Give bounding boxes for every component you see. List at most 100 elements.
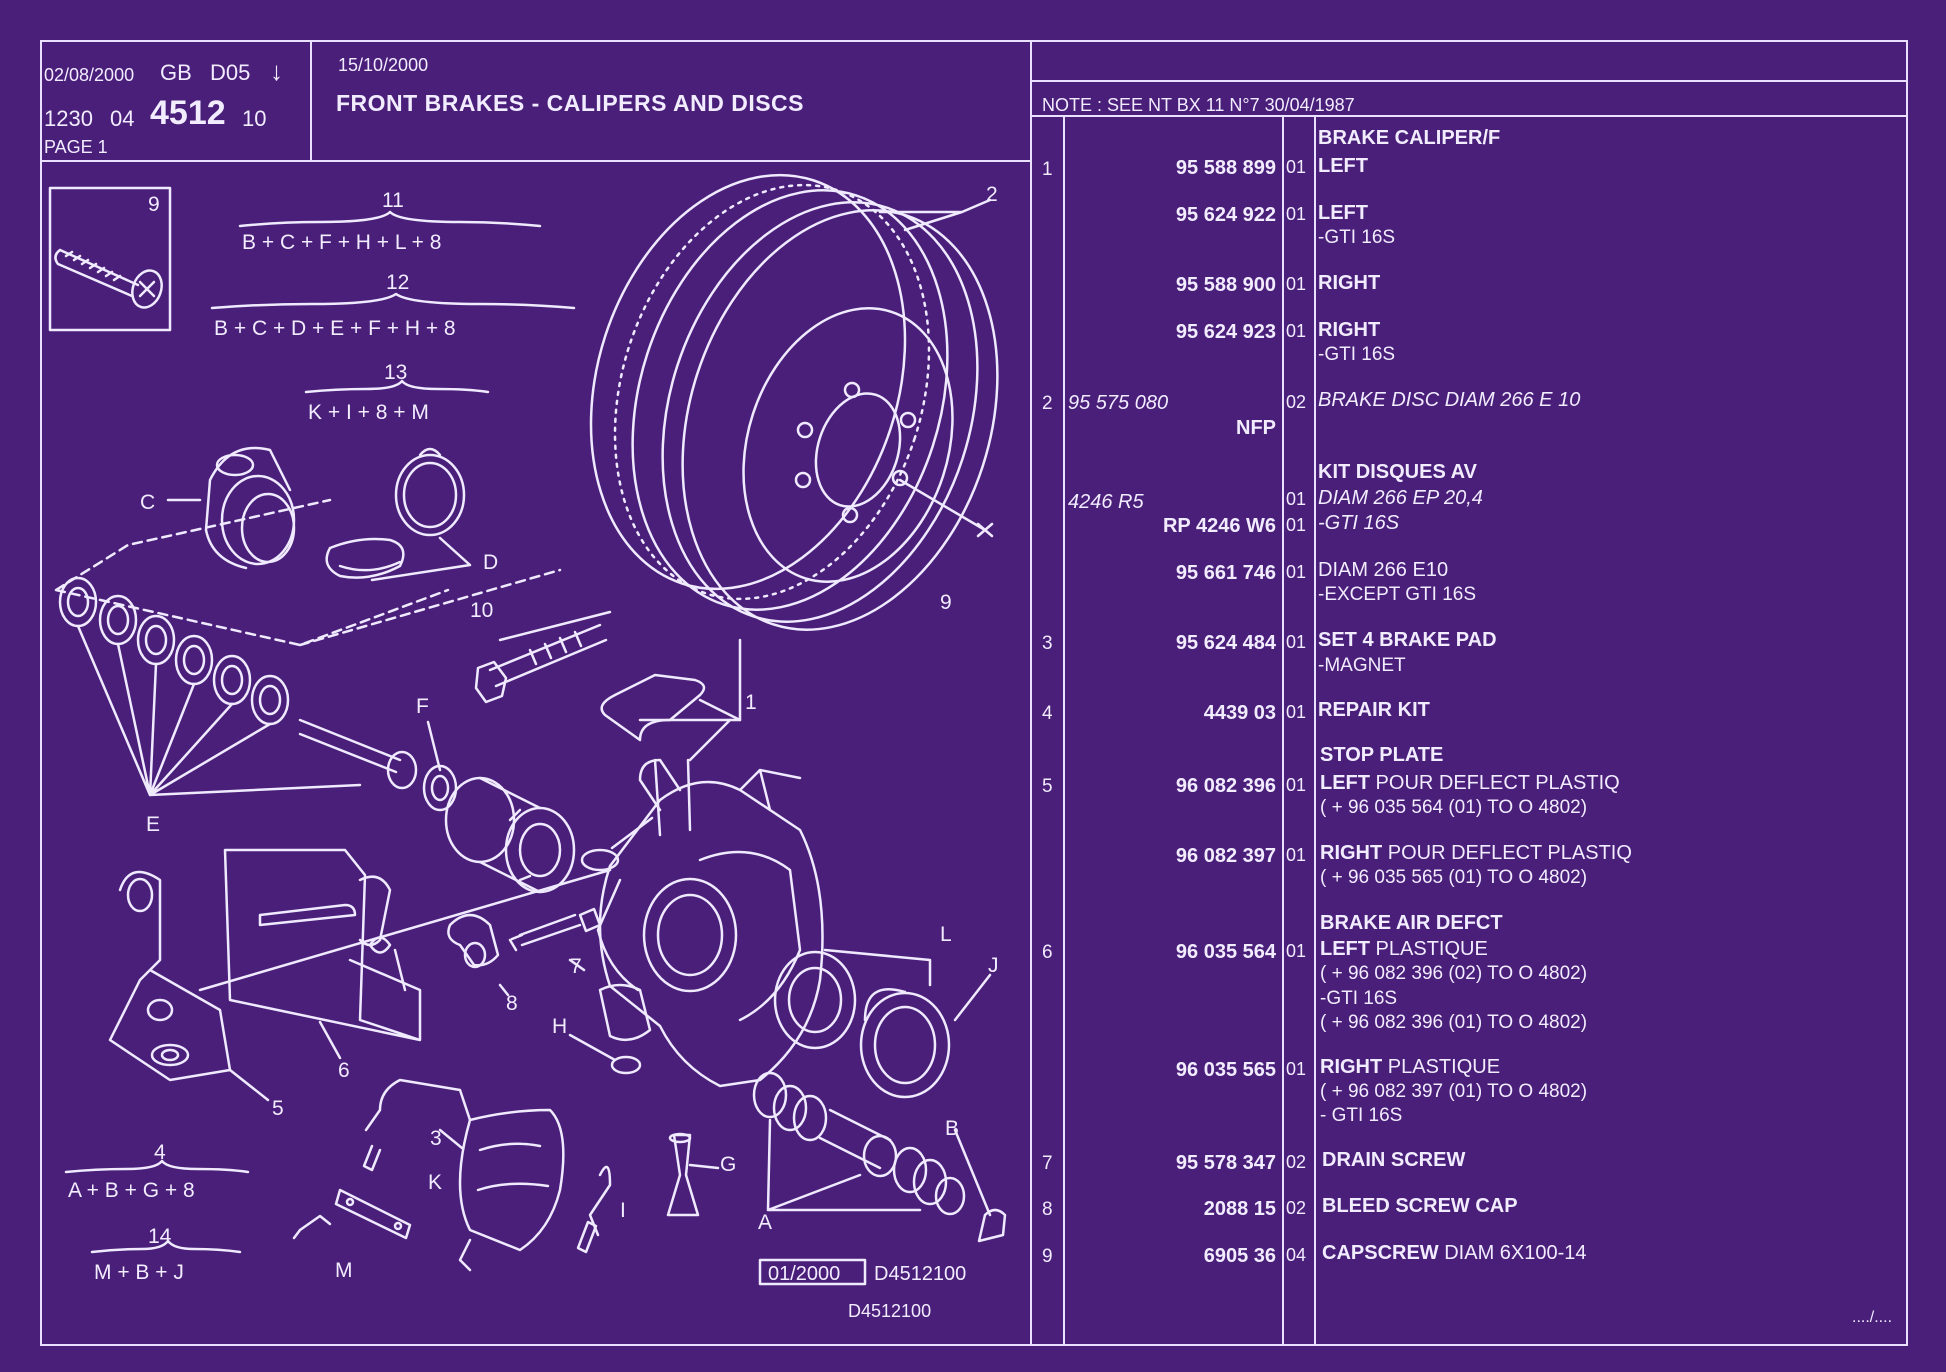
kit-formula: A + B + G + 8 (68, 1179, 195, 1202)
part-sub: -MAGNET (1318, 655, 1406, 676)
ref-5: 5 (1042, 776, 1053, 797)
callout-5: 5 (272, 1097, 284, 1120)
drawing-ref: D4512100 (848, 1301, 932, 1321)
ref-2: 2 (1042, 393, 1053, 414)
part-d-drawing (325, 447, 472, 582)
part-group-brake-caliper: BRAKE CALIPER/F (1318, 127, 1501, 149)
part-number: 95 661 746 (1175, 562, 1276, 584)
part-number: 96 035 565 (1175, 1059, 1276, 1081)
kit-number: 14 (148, 1225, 172, 1248)
part-desc: LEFT (1318, 155, 1368, 177)
caliper-body-drawing (596, 638, 824, 1088)
part-qty: 01 (1286, 562, 1307, 582)
part-sub: -GTI 16S (1318, 344, 1396, 365)
callout-f: F (416, 695, 429, 718)
header-code-c: 10 (242, 106, 267, 131)
part-number: 95 575 080 (1068, 392, 1169, 414)
callout-c: C (140, 491, 156, 514)
catalog-sheet (40, 40, 1908, 1346)
part-desc: RIGHT PLASTIQUE (1320, 1056, 1501, 1078)
part-c-drawing (166, 446, 296, 570)
part-desc: DRAIN SCREW (1322, 1149, 1466, 1171)
part-number: 95 588 899 (1175, 157, 1276, 179)
part-sub: -GTI 16S (1320, 988, 1398, 1009)
part-number: 6905 36 (1203, 1245, 1276, 1267)
callout-8: 8 (506, 992, 518, 1015)
part-number: 95 624 484 (1175, 632, 1276, 654)
callout-k: K (428, 1171, 443, 1194)
header-divider (310, 40, 312, 162)
ref-1: 1 (1042, 159, 1053, 180)
col-qty-left-divider (1282, 115, 1284, 1346)
part-desc: LEFT POUR DEFLECT PLASTIQ (1320, 772, 1620, 794)
ref-7: 7 (1042, 1153, 1053, 1174)
part-qty: 01 (1286, 941, 1307, 961)
bleed-screw-7 (508, 907, 602, 972)
kit-number: 11 (382, 189, 404, 212)
part-number: 96 035 564 (1175, 941, 1276, 963)
note-top-rule (1030, 80, 1908, 82)
part-qty: 01 (1286, 775, 1307, 795)
piston-drawing (444, 776, 620, 894)
header-code-b: 04 (110, 106, 135, 131)
ref-8: 8 (1042, 1199, 1053, 1220)
header-arrow-icon: ↓ (270, 56, 283, 86)
screw-inset-box (48, 186, 172, 332)
ref-4: 4 (1042, 703, 1053, 724)
part-qty: 01 (1286, 702, 1307, 722)
part-qty: 01 (1286, 1059, 1307, 1079)
callout-m: M (335, 1259, 353, 1282)
edition-date: 15/10/2000 (338, 55, 429, 75)
callout-9-box: 9 (148, 193, 160, 216)
bolt-10 (474, 610, 612, 704)
callout-7: 7 (570, 955, 582, 978)
kit-formula: K + I + 8 + M (308, 401, 429, 424)
clip-i (576, 1165, 612, 1254)
note-bottom-rule (1030, 115, 1908, 117)
part-number: 95 624 923 (1175, 321, 1276, 343)
part-sub: ( + 96 082 397 (01) TO O 4802) (1320, 1081, 1588, 1102)
header-bottom-rule (40, 160, 1030, 162)
callout-i: I (620, 1199, 626, 1222)
kit-number: 4 (154, 1141, 166, 1164)
kit-number: 13 (384, 361, 408, 384)
anti-rattle-spring-k (292, 1188, 412, 1240)
part-group-kit-disques: KIT DISQUES AV (1318, 461, 1477, 483)
callout-a: A (758, 1211, 773, 1234)
part-qty: 02 (1286, 392, 1307, 412)
part-desc: RIGHT (1318, 272, 1381, 294)
part-sub: - GTI 16S (1320, 1105, 1403, 1126)
part-number: 95 624 922 (1175, 204, 1276, 226)
part-number: 4439 03 (1203, 702, 1276, 724)
brake-disc-drawing (589, 173, 999, 631)
kit-number: 12 (386, 271, 410, 294)
part-qty: 01 (1286, 515, 1307, 535)
part-qty: 01 (1286, 204, 1307, 224)
part-qty: 01 (1286, 274, 1307, 294)
part-qty: 04 (1286, 1245, 1307, 1265)
note-text: NOTE : SEE NT BX 11 N°7 30/04/1987 (1042, 95, 1355, 115)
part-sub: ( + 96 082 396 (02) TO O 4802) (1320, 963, 1588, 984)
ref-6: 6 (1042, 942, 1053, 963)
col-qty-right-divider (1314, 115, 1316, 1346)
part-desc: BLEED SCREW CAP (1322, 1195, 1518, 1217)
stamp-date: 01/2000 (768, 1263, 841, 1285)
part-sub: ( + 96 035 564 (01) TO O 4802) (1320, 797, 1588, 818)
callout-b: B (945, 1117, 960, 1140)
header-date: 02/08/2000 (44, 65, 135, 85)
callout-2: 2 (986, 183, 998, 206)
stamp-box (758, 1258, 867, 1286)
part-qty: 01 (1286, 157, 1307, 177)
part-nfp: NFP (1236, 417, 1276, 439)
part-desc: BRAKE DISC DIAM 266 E 10 (1318, 389, 1581, 411)
callout-e: E (146, 813, 161, 836)
part-number: 95 578 347 (1175, 1152, 1276, 1174)
part-sub: -GTI 16S (1318, 227, 1396, 248)
kit-brackets (64, 210, 576, 1254)
bleed-cap-8 (447, 913, 510, 997)
kit-formula: M + B + J (94, 1261, 184, 1284)
part-desc: RIGHT POUR DEFLECT PLASTIQ (1320, 842, 1632, 864)
part-qty: 01 (1286, 845, 1307, 865)
part-number: 95 588 900 (1175, 274, 1276, 296)
seal-l-ring (773, 948, 992, 1099)
